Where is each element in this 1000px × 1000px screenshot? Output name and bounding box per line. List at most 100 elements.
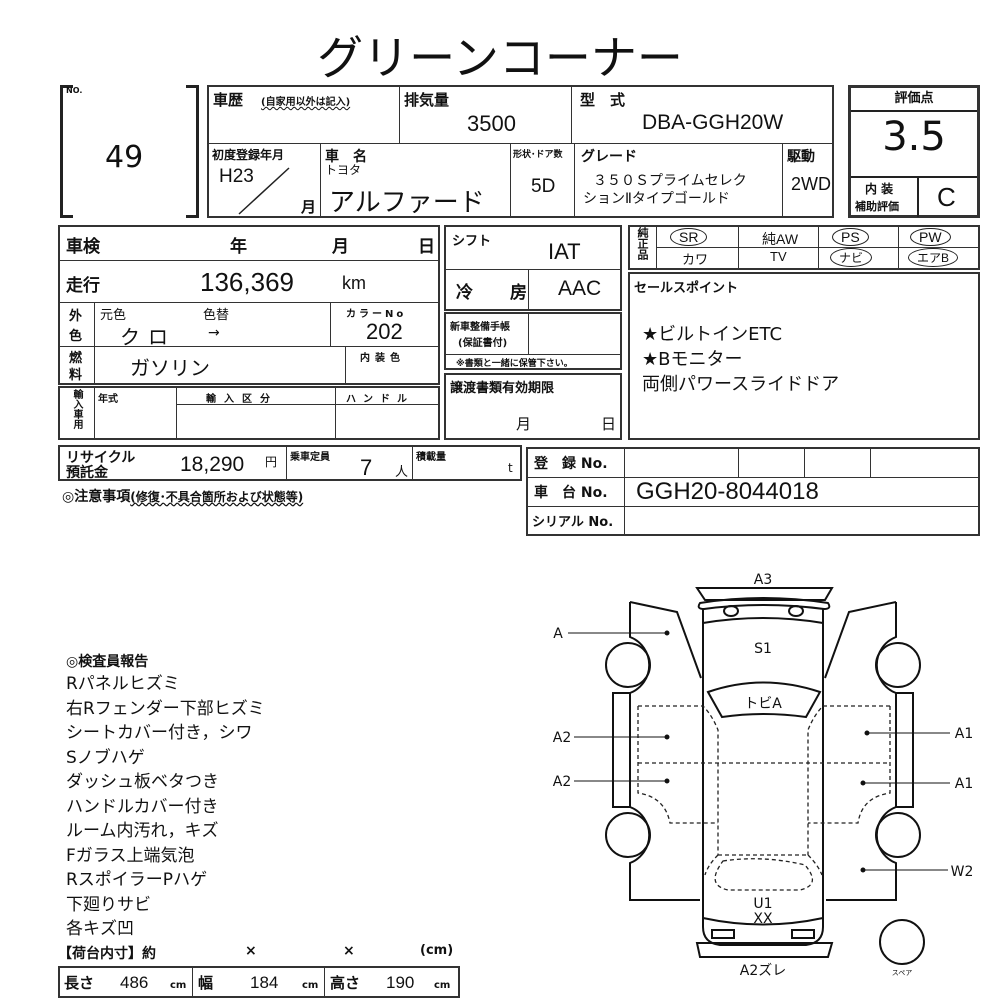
genuine-tv: TV <box>770 249 787 264</box>
genuine-ps: PS <box>832 228 869 246</box>
first-registration-year: H23 <box>219 166 254 187</box>
lot-bracket-left <box>60 85 73 218</box>
handle-label: ハンドル <box>346 394 414 405</box>
car-outline <box>605 587 925 965</box>
left-panel <box>612 601 702 901</box>
damage-front-2: XX <box>753 911 773 927</box>
cargo-times-1: × <box>245 943 257 959</box>
damage-left-door-1: A2 <box>553 730 571 746</box>
genuine-sr: SR <box>670 228 708 246</box>
damage-left-rear: A <box>553 626 563 642</box>
damage-right-front: W2 <box>951 864 974 880</box>
recycle-label-1: リサイクル <box>66 450 136 466</box>
inspection-month: 月 <box>332 237 349 257</box>
import-division-label: 輸入区分 <box>206 394 278 405</box>
notes-heading: ◎注意事項(修復･不具合箇所および状態等) <box>62 486 303 506</box>
wheel-rear-left <box>605 642 651 688</box>
transfer-docs-label: 譲渡書類有効期限 <box>450 381 555 396</box>
cargo-unit: (cm) <box>420 943 454 958</box>
interior-rating-value: C <box>937 182 956 212</box>
rating-label: 評価点 <box>851 88 977 112</box>
sheet-title: グリーンコーナー <box>317 31 683 85</box>
report-line: Rパネルヒズミ <box>66 674 180 694</box>
interior-rating-label-1: 内 装 <box>865 182 894 196</box>
windshield <box>706 681 822 719</box>
model-type-label: 型 式 <box>580 91 626 109</box>
import-year-label: 年式 <box>98 394 118 405</box>
mileage-unit: km <box>342 273 366 293</box>
color-change-arrow: → <box>208 325 220 341</box>
recycle-label-2: 預託金 <box>66 465 108 481</box>
original-color-value: クロ <box>120 325 176 349</box>
rear-lamp-right <box>788 605 804 617</box>
capacity-label: 乗車定員 <box>290 452 330 463</box>
report-line: ダッシュ板ベタつき <box>66 772 219 792</box>
lot-no-label: NO. <box>66 86 83 95</box>
report-line: 下廻りサビ <box>66 894 151 915</box>
body-doors-label: 形状･ドア数 <box>513 150 563 160</box>
genuine-airbag: エアB <box>908 248 959 267</box>
shift-label: シフト <box>452 234 492 249</box>
report-line: 各キズ凹 <box>66 919 134 939</box>
serial-no-label: シリアル No. <box>532 515 614 530</box>
spare-label: スペア <box>892 969 913 977</box>
damage-front-1: U1 <box>753 896 772 912</box>
inspection-year: 年 <box>230 237 247 257</box>
slash-divider <box>238 167 290 215</box>
exterior-color-label-2: 色 <box>69 329 83 344</box>
front-bumper <box>695 942 834 958</box>
car-name-value: アルファード <box>329 187 485 217</box>
body-outline <box>702 609 824 946</box>
transfer-docs-month: 月 <box>516 415 532 433</box>
import-label: 輸入車用 <box>71 389 82 429</box>
shift-aircon-box: シフト IAT 冷 房 AAC <box>444 225 622 311</box>
original-color-label: 元色 <box>100 308 127 323</box>
report-line: ハンドルカバー付き <box>66 796 219 817</box>
length-label: 長さ <box>64 974 95 992</box>
registration-no-label: 登 録 No. <box>534 456 608 472</box>
lot-number: 49 <box>105 140 144 175</box>
load-label: 積載量 <box>416 452 446 463</box>
height-unit: cm <box>434 980 451 991</box>
service-book-label-1: 新車整備手帳 <box>450 322 510 333</box>
grade-label: グレード <box>581 149 637 165</box>
interior-color-label: 内装色 <box>360 353 405 364</box>
first-registration-month-label: 月 <box>300 198 316 216</box>
damage-leaders <box>568 630 950 873</box>
color-no-value: 202 <box>366 319 403 344</box>
rating-box: 評価点 3.5 内 装 補助評価 C <box>848 85 980 218</box>
displacement-value: 3500 <box>467 111 516 136</box>
sales-points-label: セールスポイント <box>634 281 739 296</box>
color-no-label: カラーNo <box>346 309 407 320</box>
report-line: 右Rフェンダー下部ヒズミ <box>66 698 265 719</box>
damage-left-door-2: A2 <box>553 774 571 790</box>
service-book-label-2: (保証書付) <box>458 338 508 349</box>
length-value: 486 <box>120 973 149 992</box>
damage-windshield: トビA <box>744 696 782 712</box>
sales-point-1: ★ビルトインETC <box>642 324 783 345</box>
rear-spoiler <box>697 597 831 611</box>
recycle-unit: 円 <box>265 455 278 469</box>
length-unit: cm <box>170 980 187 991</box>
interior-rating-label-2: 補助評価 <box>855 200 899 213</box>
genuine-aw: 純AW <box>762 231 799 247</box>
spare-tire <box>879 919 925 965</box>
first-registration-label: 初度登録年月 <box>212 148 285 162</box>
dimensions-table: 長さ 486 cm 幅 184 cm 高さ 190 cm <box>58 966 460 998</box>
damage-front-bumper: A2ズレ <box>740 963 786 979</box>
damage-right-door-1: A1 <box>955 726 973 742</box>
right-panel <box>824 601 914 901</box>
wheel-front-left <box>605 812 651 858</box>
drive-label: 駆動 <box>787 149 815 165</box>
spec-box: 車検 年 月 日 走行 136,369 km 外 色 元色 色替 クロ → カラ… <box>58 225 440 385</box>
sales-point-2: ★Bモニター <box>642 349 743 370</box>
height-value: 190 <box>386 973 415 992</box>
recycle-value: 18,290 <box>180 453 245 476</box>
mileage-value: 136,369 <box>200 267 294 297</box>
genuine-label: 純正品 <box>636 227 649 260</box>
genuine-pw: PW <box>910 228 951 246</box>
car-name-label: 車 名 <box>325 149 367 165</box>
load-unit: t <box>508 461 513 475</box>
report-line: ルーム内汚れ，キズ <box>66 821 219 841</box>
